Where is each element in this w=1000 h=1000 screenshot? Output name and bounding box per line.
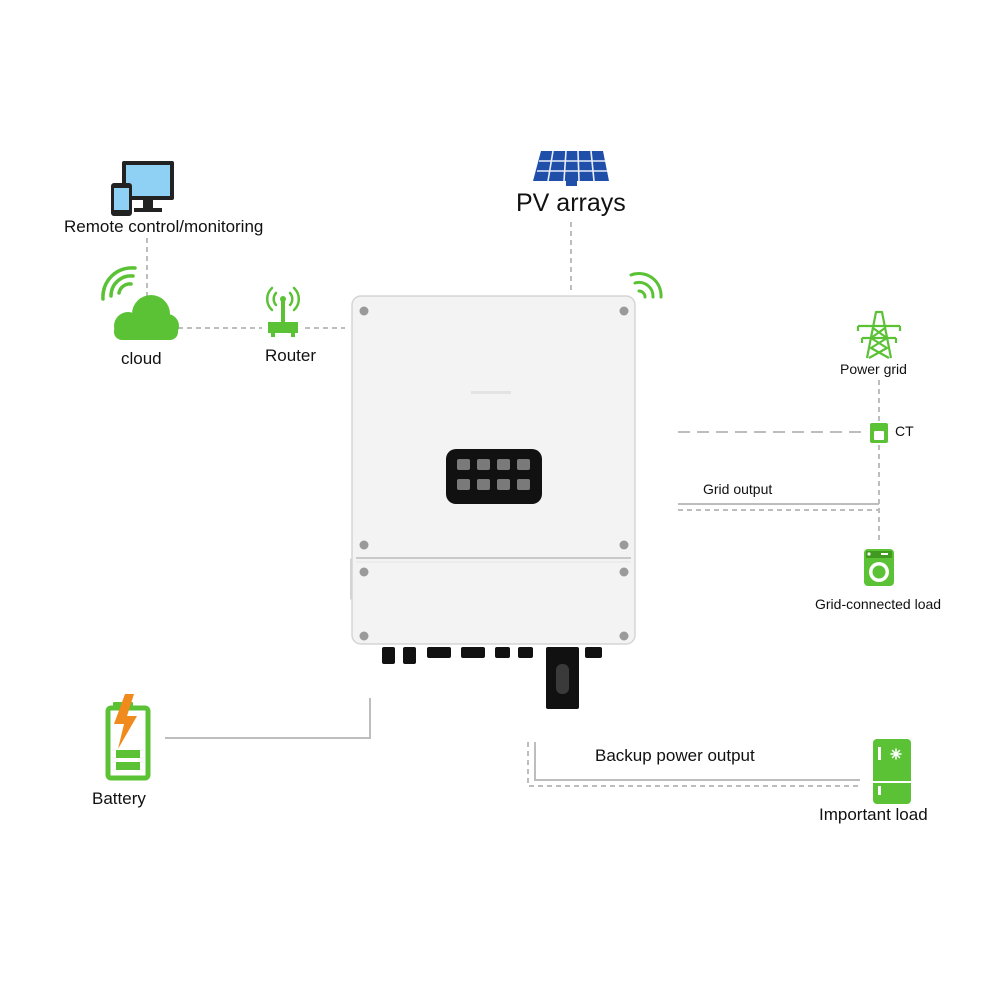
power-grid-label: Power grid: [840, 361, 907, 377]
battery-charging-icon: [105, 694, 151, 781]
battery-label: Battery: [92, 789, 146, 808]
battery-link: [165, 698, 371, 739]
solar-panel-icon: [533, 150, 609, 186]
wifi-signal-icon: [629, 271, 663, 299]
grid-output-label: Grid output: [703, 481, 773, 497]
wifi-cloud-icon: [101, 266, 179, 340]
backup-power-label: Backup power output: [595, 746, 755, 765]
router-icon: [265, 286, 301, 337]
important-load-label: Important load: [819, 805, 928, 824]
grid-connected-load-label: Grid-connected load: [815, 596, 942, 612]
washing-machine-icon: [864, 549, 894, 586]
hybrid-inverter-icon: [350, 295, 636, 709]
backup-link: [534, 742, 860, 781]
current-transformer-icon: [870, 423, 888, 443]
remote-label: Remote control/monitoring: [64, 217, 264, 236]
router-label: Router: [265, 346, 317, 365]
refrigerator-icon: [873, 739, 911, 804]
transmission-tower-icon: [856, 310, 902, 359]
ct-label: CT: [895, 423, 914, 439]
computer-phone-icon: [111, 161, 174, 216]
pv-arrays-label: PV arrays: [516, 189, 626, 217]
connection-lines: [146, 222, 880, 787]
cloud-label: cloud: [121, 349, 162, 368]
backup-link-dash: [527, 742, 860, 787]
